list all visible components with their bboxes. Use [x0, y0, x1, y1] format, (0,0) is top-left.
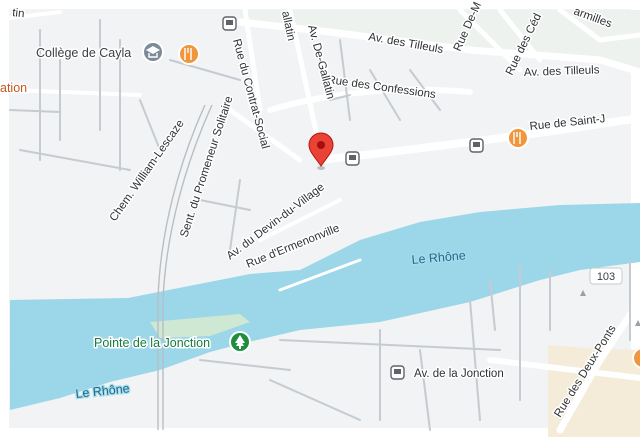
- place-label-station-partial: ation: [0, 81, 27, 95]
- bus-stop-icon-4[interactable]: [390, 365, 405, 380]
- restaurant-icon-2[interactable]: [507, 127, 529, 149]
- park-area: [150, 314, 250, 338]
- restaurant-icon-3[interactable]: [632, 347, 640, 369]
- street-label-des-tilleuls-right: Av. des Tilleuls: [524, 64, 600, 79]
- route-shield-label: 103: [597, 271, 615, 283]
- railway-line: [157, 104, 206, 430]
- route-shield: 103: [589, 267, 623, 285]
- restaurant-icon[interactable]: [178, 43, 200, 65]
- major-roads: [8, 7, 640, 434]
- bus-stop-icon[interactable]: [222, 16, 237, 31]
- school-icon[interactable]: [142, 41, 164, 63]
- minor-roads: [9, 19, 631, 431]
- location-pin-icon[interactable]: [308, 132, 334, 170]
- bus-stop-icon-3[interactable]: [469, 138, 484, 153]
- place-label-pointe[interactable]: Pointe de la Jonction: [93, 335, 212, 352]
- river-rhone: [10, 203, 640, 410]
- one-way-arrow-icon: [580, 290, 586, 296]
- park-tree-icon[interactable]: [229, 331, 251, 353]
- water-label-rhone: Le Rhône: [411, 248, 466, 267]
- railway-line-2: [162, 104, 213, 430]
- bus-stop-icon-2[interactable]: [345, 151, 360, 166]
- street-label-jonction: Av. de la Jonction: [414, 368, 504, 380]
- one-way-arrow-icon-2: [635, 320, 640, 326]
- river-rhone-west: [10, 298, 128, 366]
- place-label-college[interactable]: Collège de Cayla: [35, 45, 133, 62]
- street-label-rin: tin: [12, 7, 25, 20]
